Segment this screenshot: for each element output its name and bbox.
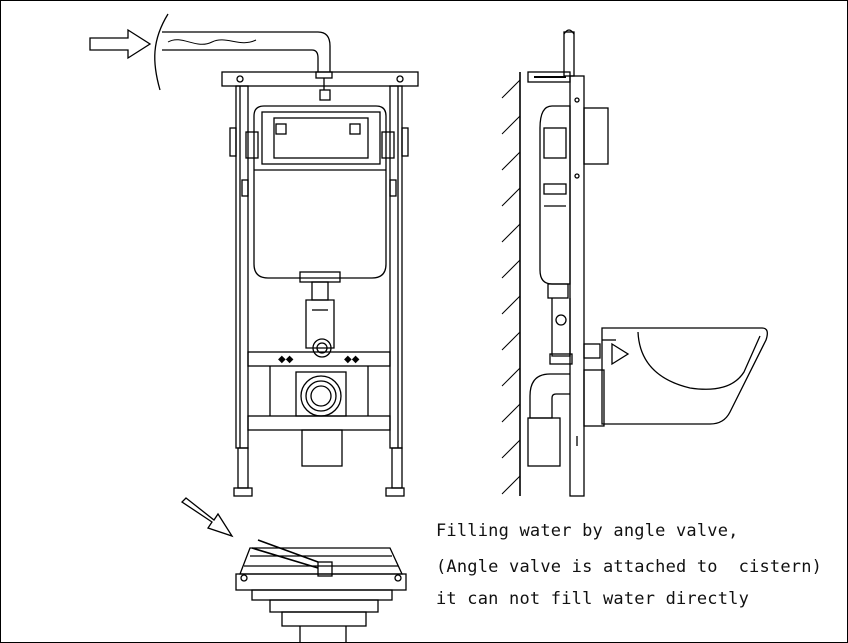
frame-side	[527, 29, 609, 497]
wall-hung-toilet	[601, 327, 768, 425]
front-view-frame: ◆◆ ◆◆	[221, 71, 419, 497]
waste-outlet-front	[295, 371, 347, 467]
note-line-3: it can not fill water directly	[436, 589, 750, 609]
top-view	[235, 539, 407, 643]
supply-pipe	[154, 13, 333, 101]
waste-pipe-side	[527, 343, 605, 467]
cistern-front	[245, 105, 395, 358]
svg-text:◆◆: ◆◆	[278, 354, 294, 365]
wall-side	[501, 72, 521, 496]
note-line-1: Filling water by angle valve,	[436, 521, 739, 541]
angle-valve-arrow	[180, 497, 234, 538]
cistern-side	[539, 105, 573, 365]
water-inlet-arrow	[89, 28, 152, 60]
svg-text:◆◆: ◆◆	[344, 354, 360, 365]
note-line-2: (Angle valve is attached to cistern)	[436, 557, 823, 577]
